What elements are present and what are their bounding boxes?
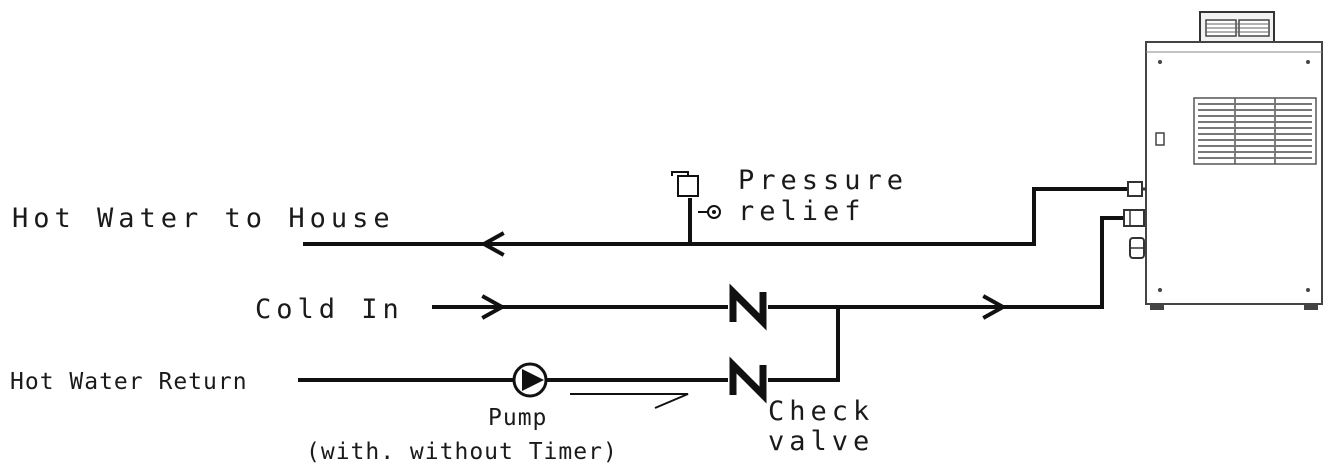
fitting-icon <box>1127 181 1146 197</box>
pump-timer-label: (with. without Timer) <box>306 439 618 465</box>
hot-water-supply-line <box>303 187 1134 257</box>
cold-in-line <box>432 216 1134 320</box>
hot-water-return-line <box>298 305 840 409</box>
flow-arrow-right <box>481 294 507 320</box>
flow-arrow-right <box>982 294 1008 320</box>
pressure-label: Pressure <box>738 165 908 196</box>
pump-label: Pump <box>488 405 547 431</box>
hot-water-return-label: Hot Water Return <box>10 369 248 395</box>
valve-label: valve <box>768 426 874 457</box>
hot-water-to-house-label: Hot Water to House <box>12 203 395 234</box>
relief-label: relief <box>738 196 866 227</box>
check-valve-icon <box>728 356 768 404</box>
check-label: Check <box>768 396 874 427</box>
cold-in-label: Cold In <box>255 294 404 325</box>
grille-icon <box>1193 97 1317 165</box>
check-valve-icon <box>728 283 768 331</box>
flow-arrow-left <box>479 231 505 257</box>
water-heater-icon <box>1123 11 1323 310</box>
fitting-icon <box>1129 237 1145 259</box>
fitting-icon <box>1123 209 1145 227</box>
pump-icon <box>512 362 548 398</box>
pressure-relief-valve-icon <box>671 171 721 246</box>
